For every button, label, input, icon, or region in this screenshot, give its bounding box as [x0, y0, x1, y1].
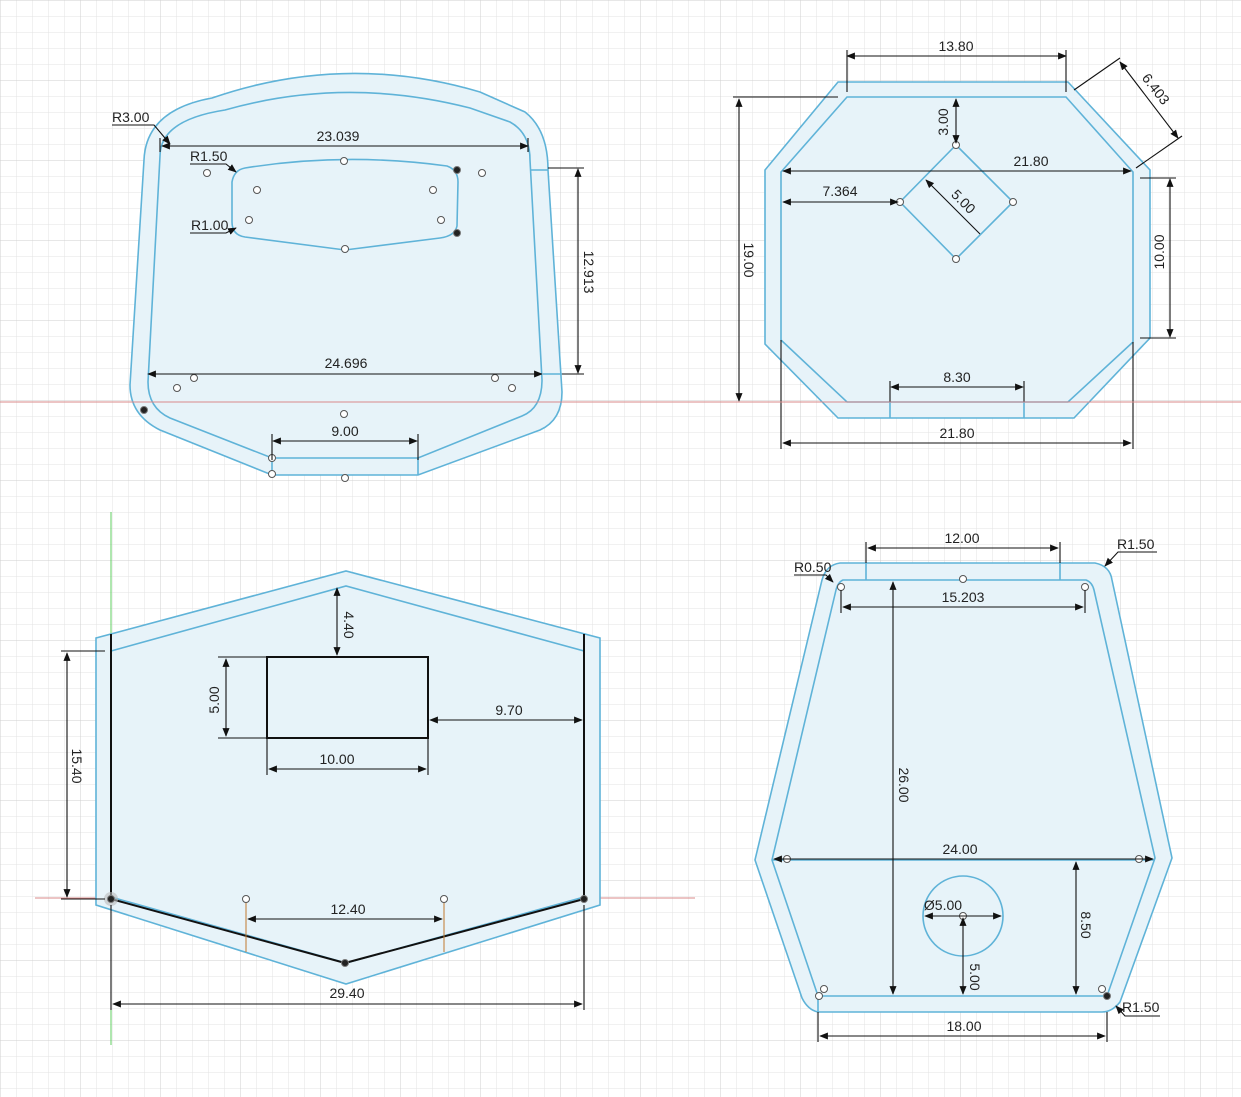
br-dim-1200[interactable]: 12.00 [944, 530, 979, 546]
tr-dim-2180-top[interactable]: 21.80 [1013, 153, 1048, 169]
tl-dim-900[interactable]: 9.00 [331, 423, 358, 439]
tr-dim-830[interactable]: 8.30 [943, 369, 970, 385]
br-dim-2600[interactable]: 26.00 [896, 767, 912, 802]
tr-dim-1380[interactable]: 13.80 [938, 38, 973, 54]
br-dim-dia500[interactable]: Ø5.00 [924, 897, 962, 913]
bl-dim-1540[interactable]: 15.40 [69, 748, 85, 783]
br-dim-500[interactable]: 5.00 [967, 963, 983, 990]
tl-dim-12913[interactable]: 12.913 [581, 251, 597, 294]
bl-outer-profile[interactable] [95, 570, 601, 985]
bl-dim-1000[interactable]: 10.00 [319, 751, 354, 767]
br-dim-850[interactable]: 8.50 [1078, 911, 1094, 938]
br-dim-r150-bottom[interactable]: R1.50 [1122, 999, 1160, 1015]
bl-dim-500[interactable]: 5.00 [206, 686, 222, 713]
panel-top-left[interactable]: 23.039 R3.00 R1.50 R1.00 12.913 24.696 9… [112, 72, 597, 482]
panel-bottom-left[interactable]: 4.40 5.00 9.70 10.00 15.40 12.40 29.40 [61, 570, 601, 1010]
tl-dim-r150[interactable]: R1.50 [190, 148, 228, 164]
tr-dim-1000[interactable]: 10.00 [1151, 234, 1167, 269]
panel-bottom-right[interactable]: 12.00 R1.50 R0.50 15.203 26.00 24.00 Ø5.… [754, 530, 1173, 1042]
tl-dim-r100[interactable]: R1.00 [191, 217, 229, 233]
br-dim-1800[interactable]: 18.00 [946, 1018, 981, 1034]
br-dim-r150-top[interactable]: R1.50 [1117, 536, 1155, 552]
tl-dim-24696[interactable]: 24.696 [325, 355, 368, 371]
bl-rect-cutout[interactable] [266, 656, 429, 739]
bl-dim-970[interactable]: 9.70 [495, 702, 522, 718]
br-dim-r050[interactable]: R0.50 [794, 559, 832, 575]
br-dim-2400[interactable]: 24.00 [942, 841, 977, 857]
bl-dim-440[interactable]: 4.40 [341, 611, 357, 638]
tr-dim-1900[interactable]: 19.00 [741, 242, 757, 277]
tr-outer-octagon[interactable] [764, 81, 1151, 419]
tl-inner-profile[interactable] [147, 91, 543, 459]
tr-dim-7364[interactable]: 7.364 [822, 183, 857, 199]
tr-dim-2180-bottom[interactable]: 21.80 [939, 425, 974, 441]
bl-dim-2940[interactable]: 29.40 [329, 985, 364, 1001]
br-dim-15203[interactable]: 15.203 [942, 589, 985, 605]
tr-dim-300[interactable]: 3.00 [935, 108, 951, 135]
bl-dim-1240[interactable]: 12.40 [330, 901, 365, 917]
tl-dim-23039[interactable]: 23.039 [317, 128, 360, 144]
panel-top-right[interactable]: 13.80 6.403 3.00 21.80 7.364 5.00 19.00 … [733, 38, 1183, 449]
tl-dim-r300[interactable]: R3.00 [112, 109, 150, 125]
